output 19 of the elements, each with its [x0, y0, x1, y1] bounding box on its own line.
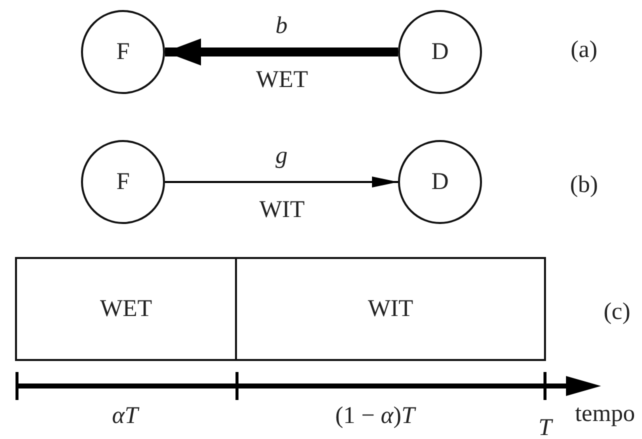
node-label: D: [431, 40, 449, 64]
node-label: WET: [100, 297, 152, 321]
phase-box: [235, 257, 546, 361]
arrow: [165, 38, 398, 66]
node-label: D: [431, 170, 449, 194]
panel-label: (a): [570, 38, 598, 62]
node-label: F: [116, 40, 130, 64]
arrow: [165, 176, 398, 188]
axis-end-label: T: [538, 416, 552, 439]
phase-box: [15, 257, 237, 361]
duration-label: αT: [112, 404, 138, 428]
edge-caption: WET: [256, 68, 308, 92]
axis-title: tempo: [575, 402, 635, 426]
edge-caption: WIT: [259, 198, 305, 222]
duration-label: (1 − α)T: [335, 404, 415, 428]
node-label: WIT: [368, 297, 414, 321]
panel-label: (c): [604, 300, 630, 324]
node-label: F: [116, 170, 130, 194]
panel-label: (b): [570, 173, 598, 197]
